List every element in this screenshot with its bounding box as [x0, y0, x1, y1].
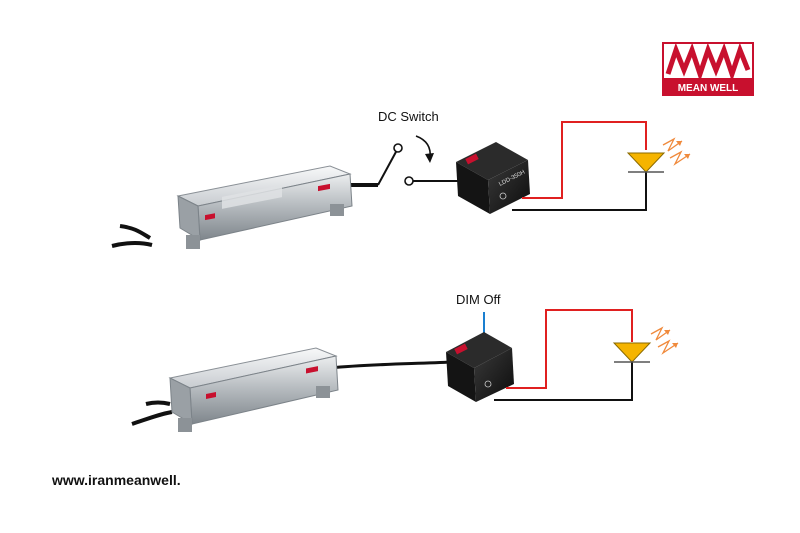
bottom-led-icon: [612, 326, 679, 363]
bottom-positive-wire: [506, 309, 633, 389]
bottom-driver-input-cable: [131, 410, 173, 426]
top-driver-input-cable-2: [111, 240, 153, 248]
dc-switch-contact-upper: [393, 143, 403, 153]
dc-switch-label: DC Switch: [378, 109, 439, 124]
dc-switch-contact-lower: [404, 176, 414, 186]
bottom-driver-output-cable: [329, 360, 453, 370]
bottom-ldd-module: [446, 332, 514, 402]
top-circuit: DC Switch LDD-350H: [111, 109, 691, 249]
top-negative-wire: [512, 172, 647, 211]
bottom-negative-wire: [494, 362, 633, 401]
dim-off-label: DIM Off: [456, 292, 501, 307]
top-positive-wire: [522, 121, 647, 199]
website-url: www.iranmeanwell.: [52, 472, 181, 488]
dc-switch-lever: [377, 149, 398, 186]
dc-switch-arrowhead: [425, 153, 434, 163]
top-driver-input-cable: [119, 224, 152, 240]
bottom-driver-input-cable-2: [145, 400, 171, 406]
bottom-circuit: DIM Off: [131, 292, 679, 432]
logo-mw-mark: [665, 42, 751, 82]
logo-brand-text: MEAN WELL: [678, 83, 739, 94]
mean-well-logo: MEAN WELL: [662, 42, 754, 96]
top-ldd-module: LDD-350H: [456, 142, 530, 214]
top-led-icon: [626, 137, 691, 173]
top-led-driver: [176, 165, 353, 249]
bottom-led-driver: [168, 347, 339, 432]
